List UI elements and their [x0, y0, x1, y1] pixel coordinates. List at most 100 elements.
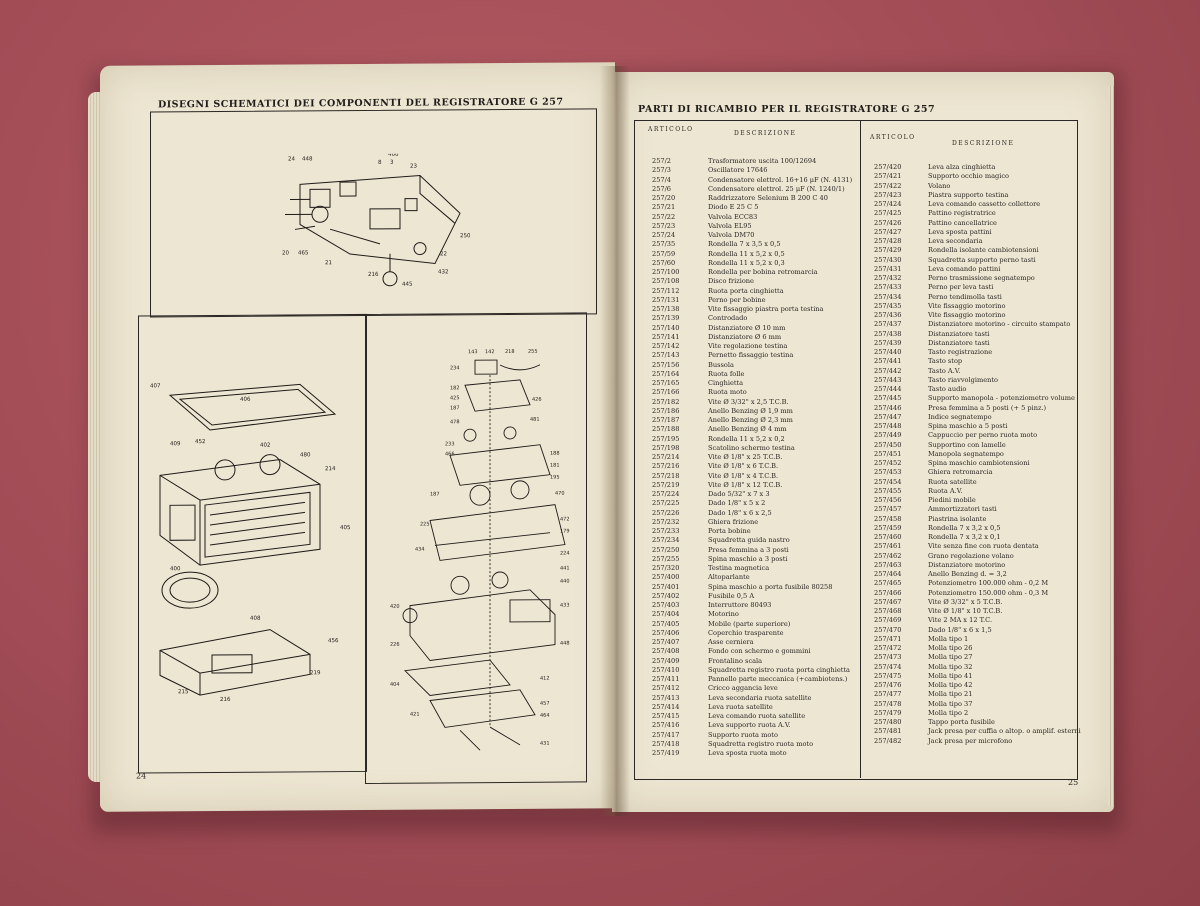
part-description: Raddrizzatore Selenium B 200 C 40	[708, 194, 828, 202]
part-description: Vite Ø 3/32" x 2,5 T.C.B.	[708, 397, 789, 406]
part-code: 257/462	[874, 551, 902, 560]
label-179: 179	[560, 529, 570, 535]
part-code: 257/108	[652, 277, 680, 286]
part-description: Vite fissaggio motorino	[928, 301, 1006, 310]
part-description: Presa femmina a 3 posti	[708, 545, 789, 554]
label-431: 431	[540, 741, 550, 747]
label-412: 412	[540, 676, 550, 682]
label-434: 434	[415, 547, 425, 553]
part-code: 257/476	[874, 681, 902, 689]
part-code: 257/480	[874, 718, 902, 726]
part-description: Perno per leva tasti	[928, 283, 994, 292]
part-code: 257/22	[652, 212, 676, 221]
part-description: Leva supporto ruota A.V.	[708, 721, 791, 730]
part-code: 257/3	[652, 166, 672, 175]
part-code: 257/432	[874, 274, 902, 282]
part-code: 257/195	[652, 434, 680, 443]
part-description: Asse cerniera	[708, 638, 754, 646]
part-code: 257/139	[652, 314, 680, 323]
label-24: 24	[288, 156, 295, 162]
label-456: 456	[328, 638, 339, 644]
part-code: 257/436	[874, 311, 902, 319]
part-code: 257/444	[874, 385, 902, 393]
label-407: 407	[150, 383, 161, 389]
label-218: 218	[505, 349, 515, 355]
part-code: 257/446	[874, 403, 902, 412]
part-description: Ruota porta cinghietta	[708, 286, 784, 295]
part-code: 257/437	[874, 320, 902, 329]
part-code: 257/216	[652, 462, 680, 471]
part-code: 257/443	[874, 375, 902, 384]
parts-table-frame	[634, 120, 1078, 780]
part-description: Vite Ø 1/8" x 6 T.C.B.	[708, 462, 779, 471]
part-description: Ruota A.V.	[928, 486, 963, 495]
part-code: 257/419	[652, 749, 680, 757]
part-code: 257/2	[652, 157, 672, 165]
part-code: 257/449	[874, 431, 902, 440]
label-420: 420	[390, 604, 400, 610]
part-code: 257/187	[652, 416, 680, 424]
part-code: 257/112	[652, 286, 680, 295]
part-code: 257/407	[652, 638, 680, 646]
part-code: 257/140	[652, 323, 680, 332]
part-code: 257/451	[874, 449, 902, 458]
parts-row: 257/442 Tasto A.V.	[874, 366, 961, 375]
part-description: Tasto A.V.	[928, 366, 961, 375]
part-code: 257/454	[874, 477, 902, 486]
label-219: 219	[310, 670, 321, 676]
part-code: 257/442	[874, 366, 902, 375]
part-description: Fondo con schermo e gommini	[708, 647, 811, 656]
part-code: 257/224	[652, 490, 680, 498]
label-448: 448	[302, 156, 313, 162]
part-description: Fusibile 0,5 A	[708, 591, 755, 600]
label-466: 466	[445, 451, 455, 457]
label-460: 448	[560, 641, 570, 647]
part-code: 257/453	[874, 468, 902, 477]
part-description: Rondella 11 x 5,2 x 0,3	[708, 258, 785, 267]
part-code: 257/441	[874, 357, 902, 366]
part-description: Pannello parte meccanica (+cambiotens.)	[708, 675, 848, 683]
part-code: 257/423	[874, 190, 902, 199]
part-code: 257/23	[652, 221, 676, 230]
part-description: Indice segnatempo	[928, 412, 992, 421]
part-code: 257/59	[652, 249, 676, 258]
mechanism-exploded-drawing: 143 142 218 255 234 182 425 187 426 478 …	[390, 349, 570, 751]
part-description: Grano regolazione volano	[928, 551, 1014, 560]
label-405: 405	[340, 525, 351, 531]
part-description: Rondella per bobina retromarcia	[708, 268, 818, 276]
part-code: 257/425	[874, 209, 902, 218]
part-description: Supportino con lamelle	[928, 440, 1006, 449]
part-description: Trasformatore uscita 100/12694	[708, 157, 817, 165]
label-233: 233	[445, 441, 455, 447]
part-description: Dado 1/8" x 5 x 2	[708, 499, 766, 508]
part-code: 257/142	[652, 342, 680, 350]
part-description: Valvola EL95	[708, 221, 752, 230]
part-description: Volano	[928, 181, 951, 190]
